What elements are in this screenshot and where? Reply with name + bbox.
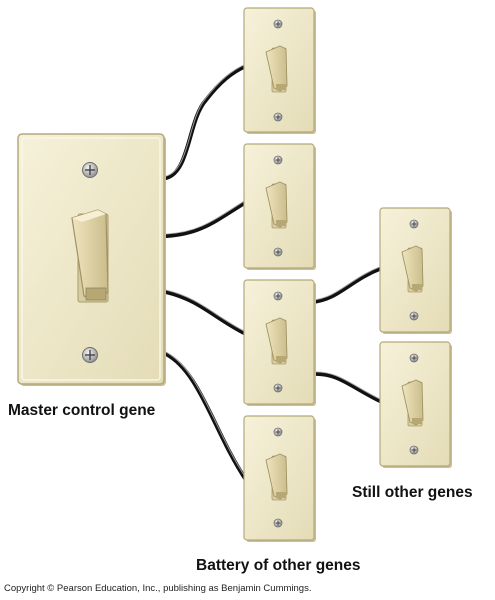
screw-icon [273,247,283,257]
master-control-gene-label: Master control gene [8,402,156,419]
toggle-icon [401,245,424,293]
screw-icon [273,155,283,165]
toggle-icon [265,181,288,229]
toggle-icon [71,209,109,303]
toggle-icon [401,379,424,427]
battery-switch-2 [243,143,316,270]
battery-switch-1 [243,7,316,134]
screw-icon [273,427,283,437]
toggle-icon [265,317,288,365]
screw-icon [273,112,283,122]
screw-icon [273,19,283,29]
wire-master-to-gene-1 [164,64,248,180]
still-other-switch-1 [379,207,452,334]
screw-icon [273,518,283,528]
still-other-switch-2 [379,341,452,468]
screw-icon [409,445,419,455]
wires [164,64,384,482]
copyright-notice: Copyright © Pearson Education, Inc., pub… [4,583,312,594]
screw-icon [409,311,419,321]
battery-of-other-genes-label: Battery of other genes [196,557,361,574]
toggle-icon [265,45,288,93]
wire-master-to-gene-2 [164,200,248,238]
wire-gene3-to-still-1 [310,266,384,304]
battery-switch-4 [243,415,316,542]
wire-gene3-to-still-2 [310,371,384,404]
wire-master-to-gene-4 [164,352,248,482]
screw-icon [82,162,98,178]
screw-icon [273,383,283,393]
battery-switch-3 [243,279,316,406]
wire-master-to-gene-3 [164,290,248,336]
toggle-icon [265,453,288,501]
screw-icon [409,219,419,229]
screw-icon [82,347,98,363]
still-other-genes-label: Still other genes [352,484,473,501]
master-switch [17,133,166,386]
screw-icon [273,291,283,301]
screw-icon [409,353,419,363]
